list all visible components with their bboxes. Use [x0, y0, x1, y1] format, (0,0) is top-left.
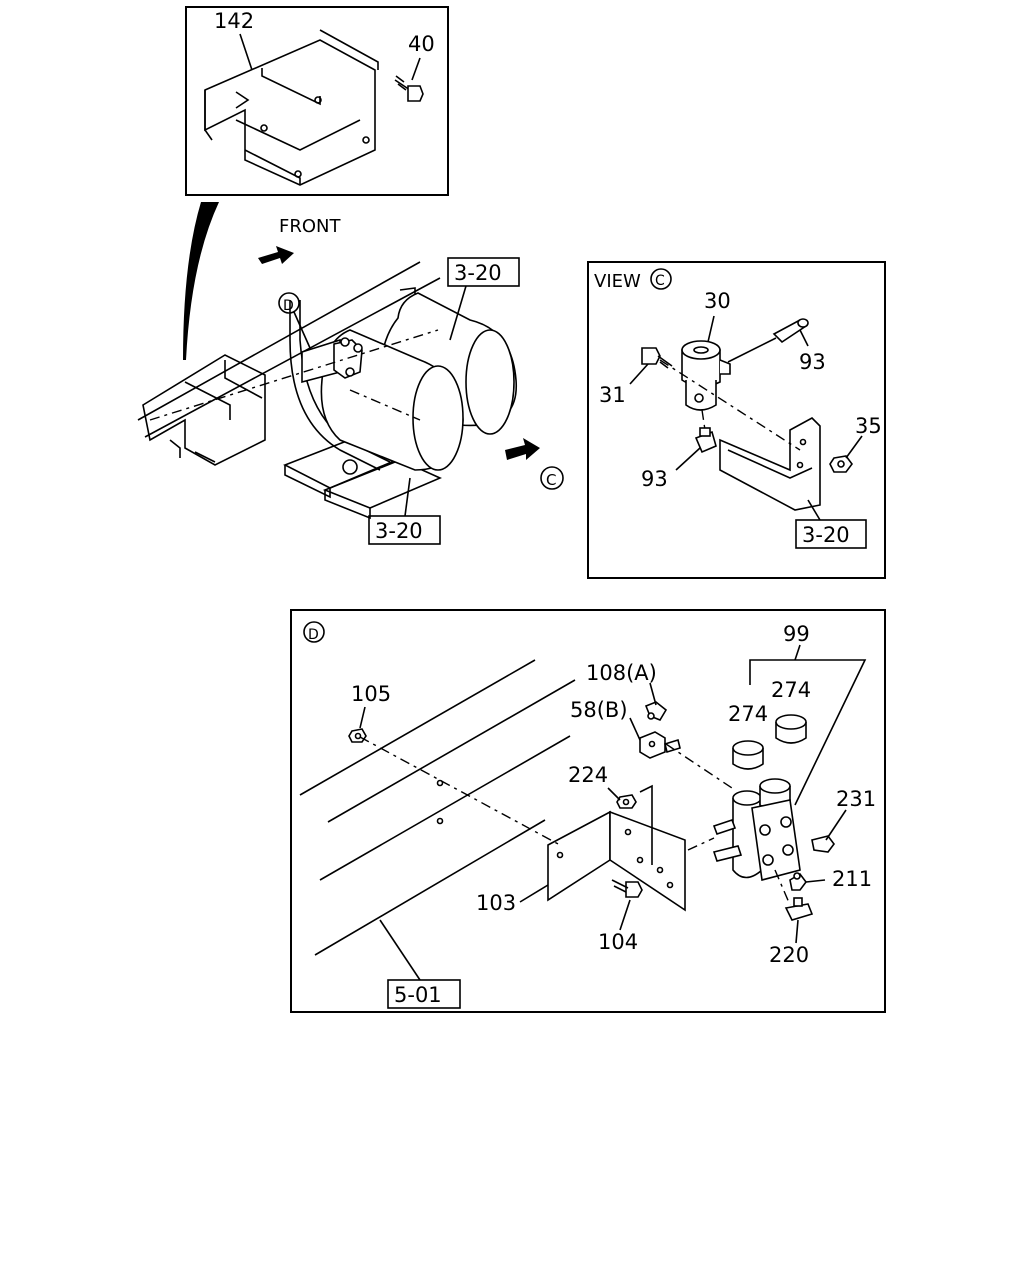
view-c-callout-label: 3-20	[802, 523, 850, 547]
view-c-arrow-icon	[505, 438, 540, 460]
view-c-callout-box	[795, 519, 867, 549]
part-label-211: 211	[832, 867, 872, 891]
part-label-220: 220	[769, 943, 809, 967]
fitting-93-upper-icon	[727, 318, 809, 363]
nut-224-icon	[616, 794, 637, 809]
part-label-103: 103	[476, 891, 516, 915]
view-c-title: VIEW	[594, 271, 641, 292]
fitting-220-icon	[784, 897, 814, 921]
fitting-108-icon	[644, 701, 668, 721]
inset-pointer-arrow	[183, 202, 219, 360]
part-label-224: 224	[568, 763, 608, 787]
part-label-142: 142	[214, 9, 254, 33]
view-c-title-marker-icon	[650, 268, 672, 290]
callout-label-top: 3-20	[454, 261, 502, 285]
view-c-marker-label: C	[546, 471, 556, 489]
part-label-93-upper: 93	[799, 350, 826, 374]
callout-label-bottom: 3-20	[375, 519, 423, 543]
cap-274-right-icon	[775, 714, 807, 744]
bolt-31-icon	[641, 347, 673, 369]
part-label-30: 30	[704, 289, 731, 313]
fitting-93-lower-icon	[694, 427, 717, 454]
nut-105-icon	[348, 728, 367, 743]
view-c-marker-icon	[540, 466, 564, 490]
inset-frame-bracket	[185, 6, 449, 196]
callout-box-top	[447, 257, 520, 287]
view-d-title-marker-icon	[303, 621, 325, 643]
view-d-title-marker: D	[308, 627, 319, 643]
callout-box-bottom	[368, 515, 441, 545]
cap-274-left-icon	[732, 740, 764, 770]
view-d-marker-icon	[278, 292, 300, 314]
bolt-40-icon	[394, 75, 424, 102]
part-label-274-right: 274	[771, 678, 811, 702]
nut-35-icon	[829, 455, 853, 473]
protection-valve-icon	[301, 337, 363, 384]
part-label-274-left: 274	[728, 702, 768, 726]
view-d-panel	[290, 609, 886, 1013]
valve-30-icon	[681, 340, 731, 411]
overview-assembly	[137, 246, 564, 545]
bolt-104-icon	[611, 879, 643, 898]
view-d-callout-box	[387, 979, 461, 1009]
valve-99-icon	[712, 778, 801, 882]
view-d-callout-label: 5-01	[394, 983, 442, 1007]
view-d-marker-label: D	[283, 298, 294, 314]
view-c-panel	[587, 261, 886, 579]
part-label-104: 104	[598, 930, 638, 954]
part-label-99: 99	[783, 622, 810, 646]
part-label-231: 231	[836, 787, 876, 811]
fitting-58-icon	[639, 731, 681, 759]
part-label-31: 31	[599, 383, 626, 407]
part-label-35: 35	[855, 414, 882, 438]
view-c-title-marker: C	[655, 273, 665, 289]
front-arrow-icon	[258, 246, 294, 264]
front-label: FRONT	[279, 216, 341, 237]
part-label-40: 40	[408, 32, 435, 56]
part-label-93-lower: 93	[641, 467, 668, 491]
fitting-231-icon	[811, 835, 835, 853]
part-label-108: 108(A)	[586, 661, 657, 685]
part-label-58: 58(B)	[570, 698, 628, 722]
fitting-211-icon	[789, 872, 807, 891]
part-label-105: 105	[351, 682, 391, 706]
